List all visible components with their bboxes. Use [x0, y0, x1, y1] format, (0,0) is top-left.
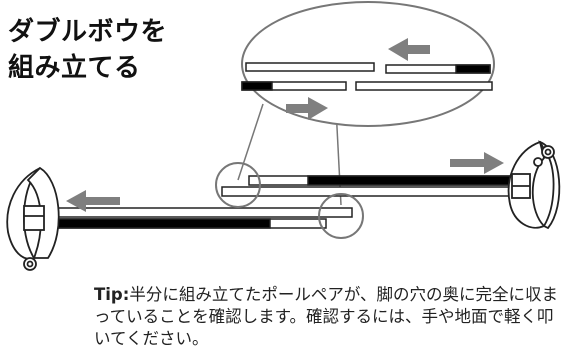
tip-text: Tip:半分に組み立てたポールペアが、脚の穴の奥に完全に収まっていることを確認し…: [94, 284, 560, 350]
title-line-2: 組み立てる: [8, 53, 141, 83]
zoom-connector-left: [237, 103, 264, 181]
tip-body: 半分に組み立てたポールペアが、脚の穴の奥に完全に収まっていることを確認します。確…: [94, 285, 558, 348]
pole-lower: [39, 207, 353, 229]
tip-label: Tip:: [94, 285, 130, 304]
zoom-detail: [241, 62, 493, 91]
zoom-pole-lower-left-black: [241, 81, 273, 91]
zoom-pole-upper-left: [245, 62, 375, 72]
title-line-1: ダブルボウを: [8, 17, 168, 47]
zoom-marker-left: [215, 162, 261, 208]
zoom-pole-upper-right-black: [455, 64, 491, 74]
page-title: ダブルボウを 組み立てる: [8, 14, 167, 86]
arrow-left-main-icon: [66, 190, 120, 212]
arrow-left-icon: [388, 38, 430, 61]
bow-leg-right: [507, 140, 561, 230]
zoom-marker-right: [318, 193, 364, 239]
arrow-right-icon: [286, 97, 328, 120]
bow-leg-left: [6, 166, 60, 271]
zoom-pole-lower-right: [355, 81, 493, 91]
arrow-right-main-icon: [450, 152, 504, 174]
pole-upper: [221, 175, 514, 197]
